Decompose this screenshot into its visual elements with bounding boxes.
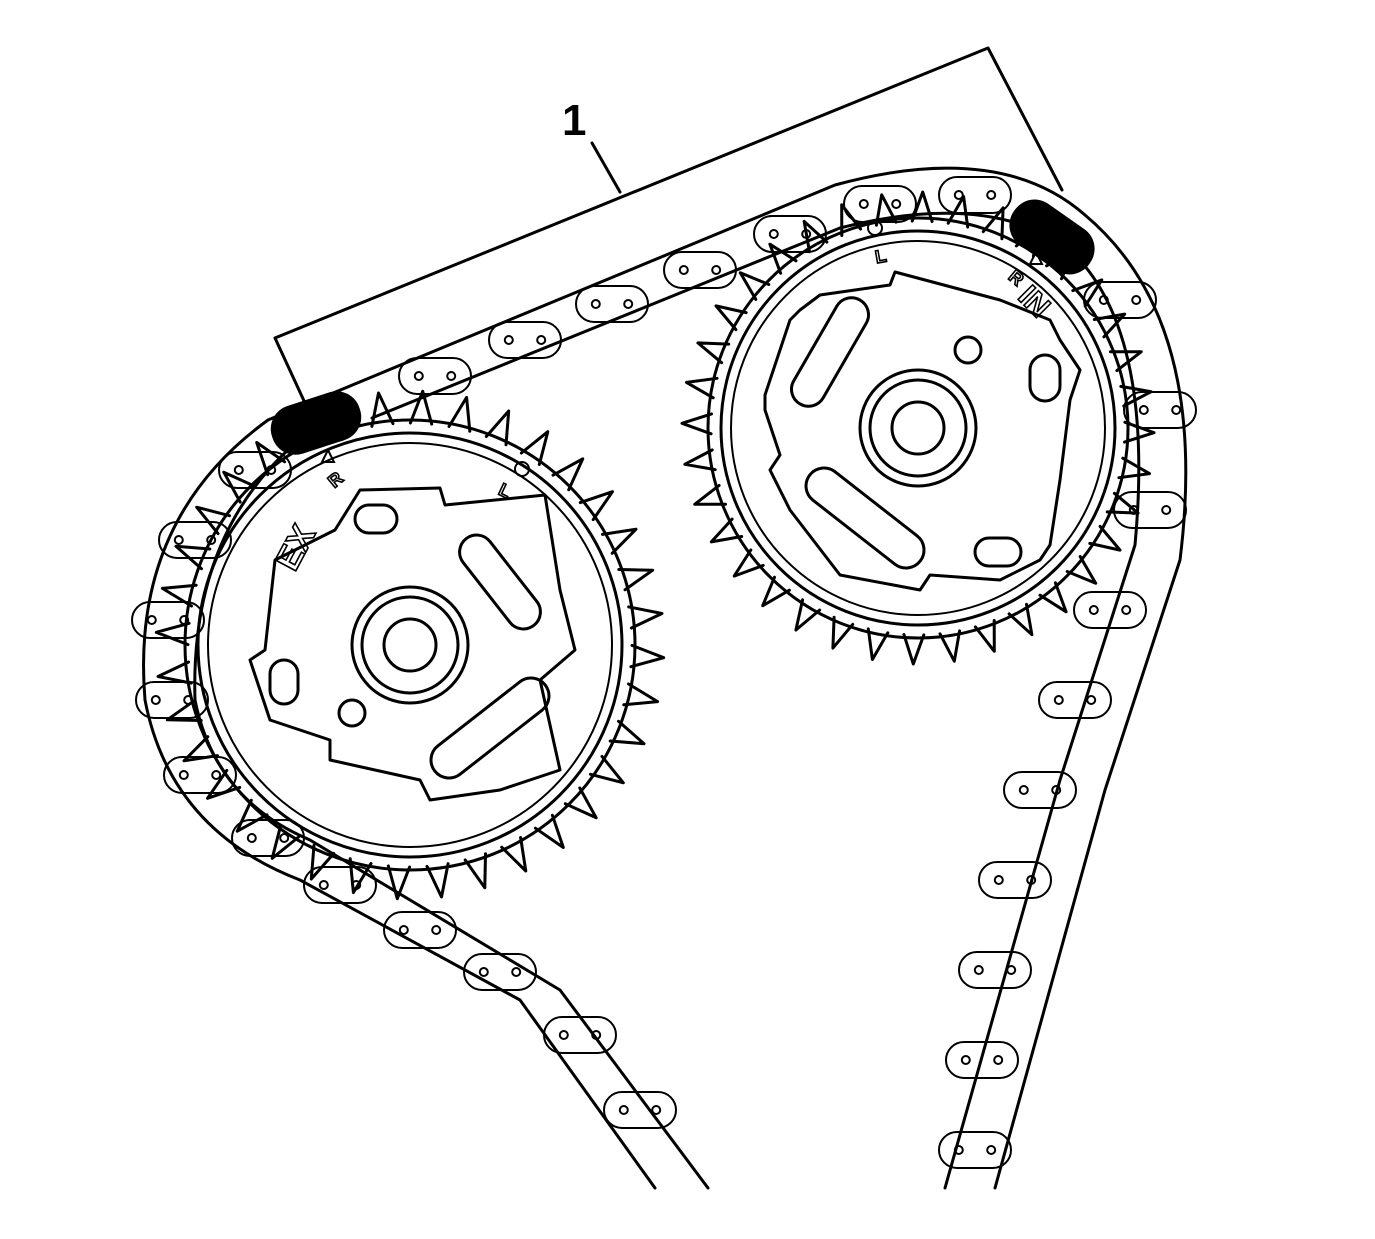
chain-link [158, 521, 232, 559]
chain-pin [960, 1055, 971, 1065]
chain-pin [178, 770, 189, 780]
chain-pin [1026, 875, 1037, 885]
chain-pin [511, 967, 522, 977]
chain-link [488, 321, 562, 359]
intake-sprocket-teeth [680, 190, 1156, 666]
chain-pin [891, 199, 902, 209]
chain-pin [953, 190, 964, 200]
chain-pin [623, 299, 634, 309]
chain-pin [1088, 605, 1099, 615]
chain-links [131, 176, 1197, 1169]
chain-pin [279, 833, 290, 843]
chain-pin [431, 925, 442, 935]
chain-link [663, 251, 737, 289]
chain-pin [246, 833, 257, 843]
chain-link [383, 911, 457, 949]
chain-pin [993, 875, 1004, 885]
chain-pin [146, 615, 157, 625]
chain-pin [150, 695, 161, 705]
chain-pin [173, 535, 184, 545]
chain-pin [1053, 695, 1064, 705]
intake-l-mark: L [874, 246, 888, 268]
chain-link [958, 951, 1032, 989]
chain-pin [478, 967, 489, 977]
timing-mark-circle-icon [514, 461, 530, 477]
chain-link [575, 285, 649, 323]
callout-label: 1 [562, 96, 586, 145]
chain-pin [398, 925, 409, 935]
chain-pin [858, 199, 869, 209]
exhaust-r-mark: R [324, 468, 347, 492]
exhaust-sprocket-teeth [154, 389, 666, 901]
exhaust-marked-link [270, 391, 362, 455]
chain-pin [618, 1105, 629, 1115]
chain-pin [1121, 605, 1132, 615]
chain-pin [1006, 965, 1017, 975]
chain-link [753, 215, 827, 253]
chain-link [543, 1016, 617, 1054]
chain-pin [558, 1030, 569, 1040]
timing-chain [131, 166, 1197, 1190]
chain-pin [651, 1105, 662, 1115]
chain-pin [1051, 785, 1062, 795]
chain-link [1003, 771, 1077, 809]
chain-link [1038, 681, 1112, 719]
exhaust-camshaft-sprocket: EX R L [154, 389, 666, 901]
chain-pin [953, 1145, 964, 1155]
chain-link [978, 861, 1052, 899]
chain-pin [711, 265, 722, 275]
chain-link [1123, 391, 1197, 429]
chain-pin [318, 880, 329, 890]
chain-pin [413, 371, 424, 381]
chain-pin [591, 1030, 602, 1040]
chain-link [463, 953, 537, 991]
chain-pin [1098, 295, 1109, 305]
chain-link [303, 866, 377, 904]
chain-pin [206, 535, 217, 545]
chain-pin [973, 965, 984, 975]
chain-pin [536, 335, 547, 345]
intake-id-mark: IN [1012, 280, 1057, 325]
chain-link [398, 357, 472, 395]
chain-pin [986, 190, 997, 200]
chain-pin [1161, 505, 1172, 515]
chain-pin [1131, 295, 1142, 305]
chain-link [1113, 491, 1187, 529]
chain-link [131, 601, 205, 639]
chain-pin [1171, 405, 1182, 415]
exhaust-id-mark: EX [268, 519, 323, 577]
chain-pin [503, 335, 514, 345]
chain-pin [1138, 405, 1149, 415]
callout-bracket: 1 [273, 46, 1064, 405]
intake-marked-link [1009, 199, 1095, 275]
chain-pin [678, 265, 689, 275]
chain-link [945, 1041, 1019, 1079]
chain-link [1073, 591, 1147, 629]
chain-pin [768, 229, 779, 239]
sprocket-tooth-set [680, 190, 1156, 666]
chain-link [938, 176, 1012, 214]
chain-link [938, 1131, 1012, 1169]
sprocket-tooth-set [154, 389, 666, 901]
timing-mark-triangle-icon [320, 447, 336, 463]
chain-link [603, 1091, 677, 1129]
chain-pin [993, 1055, 1004, 1065]
intake-r-mark: R [1005, 266, 1028, 290]
timing-mark-circle-icon [867, 220, 883, 236]
chain-pin [986, 1145, 997, 1155]
chain-pin [233, 465, 244, 475]
chain-pin [211, 770, 222, 780]
chain-pin [1086, 695, 1097, 705]
timing-mark-triangle-icon [1028, 249, 1044, 265]
chain-pin [1018, 785, 1029, 795]
chain-pin [446, 371, 457, 381]
chain-pin [590, 299, 601, 309]
